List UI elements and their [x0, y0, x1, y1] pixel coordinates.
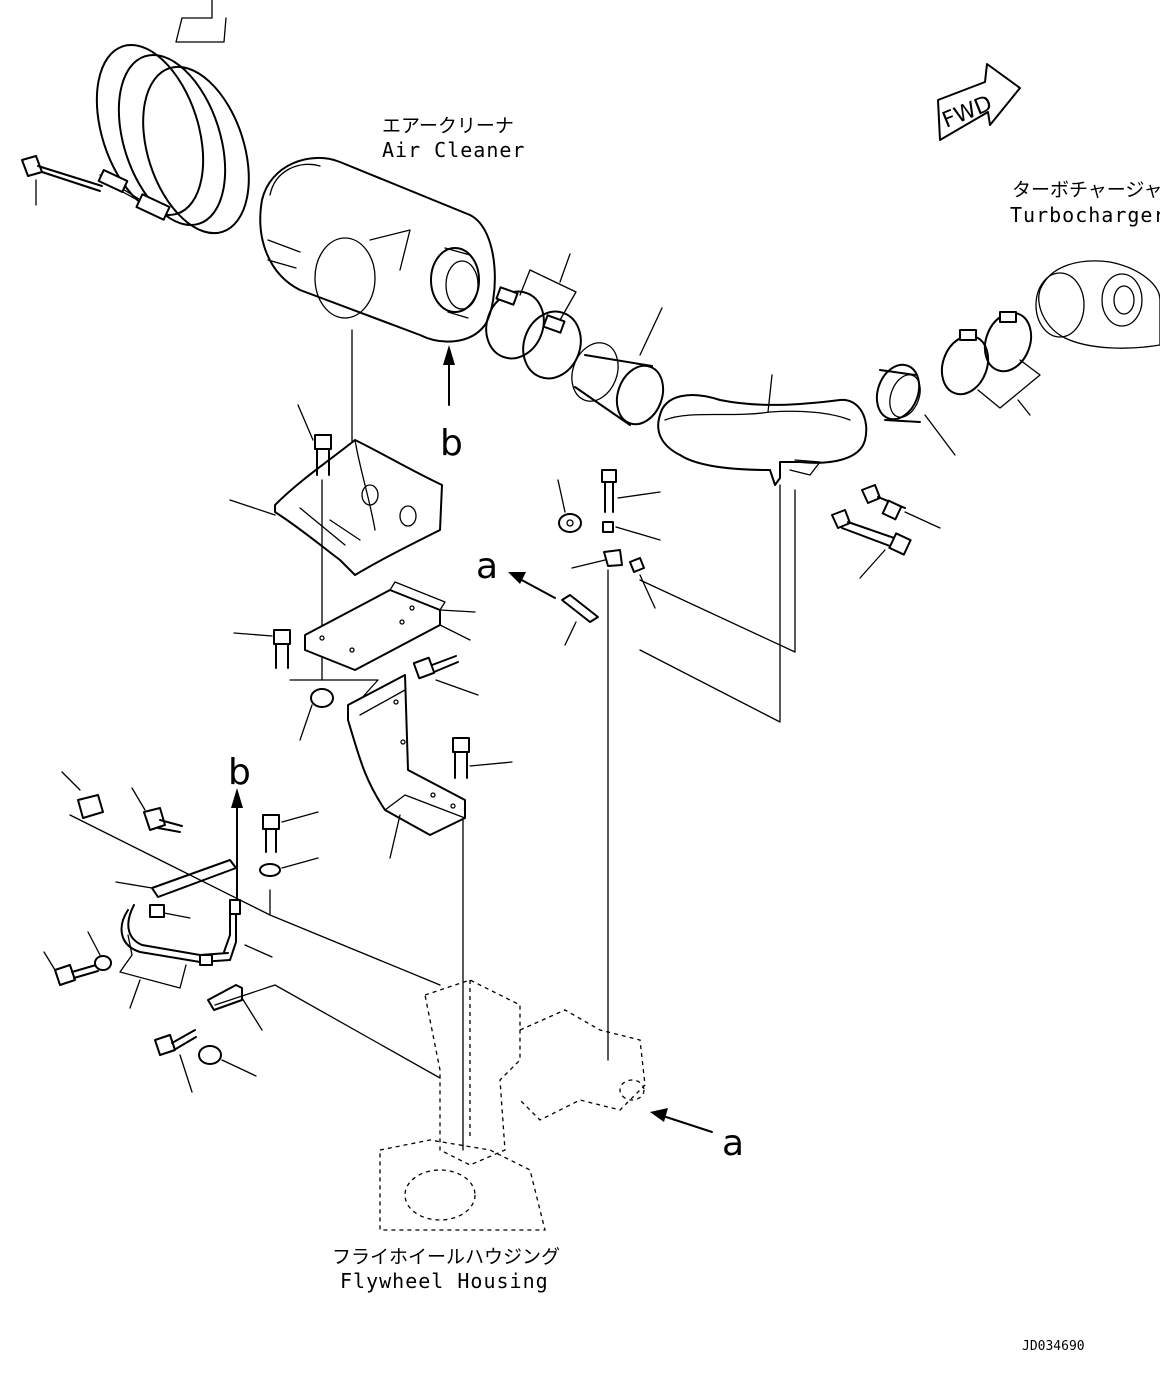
flywheel-housing — [379, 979, 646, 1231]
harness-bolt-4 — [154, 1029, 197, 1093]
turbo-hose — [875, 363, 956, 456]
support-bolt — [452, 737, 513, 779]
bolt-center — [601, 469, 661, 513]
ref-b-lower: b — [228, 752, 251, 793]
harness-bolt-2 — [262, 811, 319, 853]
turbocharger: ターボチャージャ Turbocharger — [1010, 179, 1160, 349]
arrow-b-upper: b — [440, 345, 463, 464]
fwd-arrow: FWD — [937, 63, 1021, 141]
ref-b-upper: b — [440, 423, 463, 464]
air-cleaner-label-jp: エアークリーナ — [382, 115, 514, 137]
air-cleaner-saddle-bracket — [229, 439, 443, 576]
clamp-bolt — [21, 155, 103, 192]
arrow-b-lower: b — [228, 752, 251, 906]
hose-clamp-left — [485, 253, 582, 380]
rubber-hose — [571, 307, 665, 426]
arrow-a-lower: a — [650, 1108, 744, 1164]
bracket-bolt-angled — [412, 655, 479, 696]
pipe-mount-bolt-1 — [861, 484, 941, 529]
spacer-rod — [561, 594, 599, 646]
drawing-code: JD034690 — [1022, 1339, 1085, 1354]
flywheel-label-en: Flywheel Housing — [340, 1269, 549, 1293]
ref-a-lower: a — [722, 1123, 744, 1164]
plate-bolt — [233, 629, 291, 669]
washer-center — [557, 479, 582, 533]
harness-clamp-bar — [115, 859, 237, 898]
turbocharger-label-jp: ターボチャージャ — [1012, 179, 1160, 201]
plate-nut — [299, 688, 334, 741]
arrow-a-upper: a — [476, 546, 556, 599]
leader-line — [289, 679, 379, 701]
clip-center — [571, 549, 656, 609]
mounting-plate — [304, 581, 476, 671]
nut-center — [602, 521, 661, 541]
harness-washer — [259, 857, 319, 877]
flywheel-label-jp: フライホイールハウジング — [332, 1246, 560, 1268]
turbocharger-label-en: Turbocharger — [1010, 203, 1160, 227]
support-bracket — [347, 674, 466, 859]
leader-line — [69, 814, 441, 986]
leader-line — [639, 489, 796, 653]
air-cleaner: エアークリーナ Air Cleaner — [259, 115, 525, 343]
harness-bolt-1 — [131, 787, 183, 833]
air-cleaner-label-en: Air Cleaner — [382, 138, 525, 162]
clamp-band — [95, 44, 250, 235]
saddle-bolt — [297, 404, 332, 476]
harness-nut — [198, 1045, 257, 1077]
harness-l-bracket — [207, 984, 263, 1031]
leader-line — [639, 484, 781, 723]
hose-clamp-right — [940, 311, 1041, 416]
ref-a-upper: a — [476, 546, 498, 587]
leader-line — [214, 984, 441, 1079]
sensor-plug — [61, 771, 104, 819]
harness-cable — [119, 899, 273, 1009]
harness-bolt-3 — [43, 951, 99, 986]
intake-pipe — [657, 374, 868, 486]
harness-washer-2 — [87, 931, 112, 971]
pipe-mount-bolt-2 — [831, 509, 912, 579]
